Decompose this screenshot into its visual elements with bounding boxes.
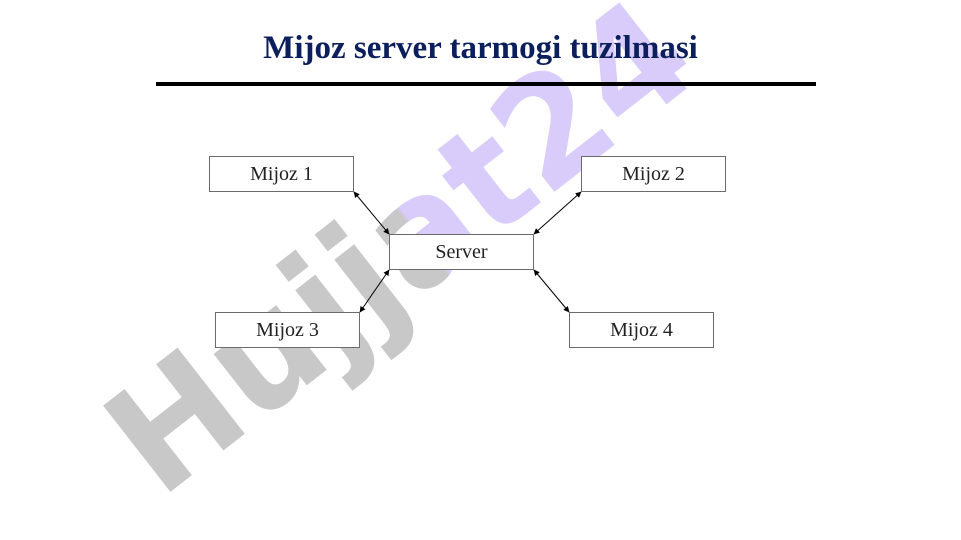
- link-client2-server: [533, 191, 582, 235]
- link-client4-server: [533, 269, 570, 313]
- client-2-node: Mijoz 2: [581, 156, 726, 192]
- link-client1-server: [353, 191, 390, 235]
- client-3-node: Mijoz 3: [215, 312, 360, 348]
- client-4-node: Mijoz 4: [569, 312, 714, 348]
- title-underline: [156, 82, 816, 86]
- client-1-node: Mijoz 1: [209, 156, 354, 192]
- server-node: Server: [389, 234, 534, 270]
- page-title: Mijoz server tarmogi tuzilmasi: [263, 30, 698, 66]
- link-client3-server: [359, 269, 390, 313]
